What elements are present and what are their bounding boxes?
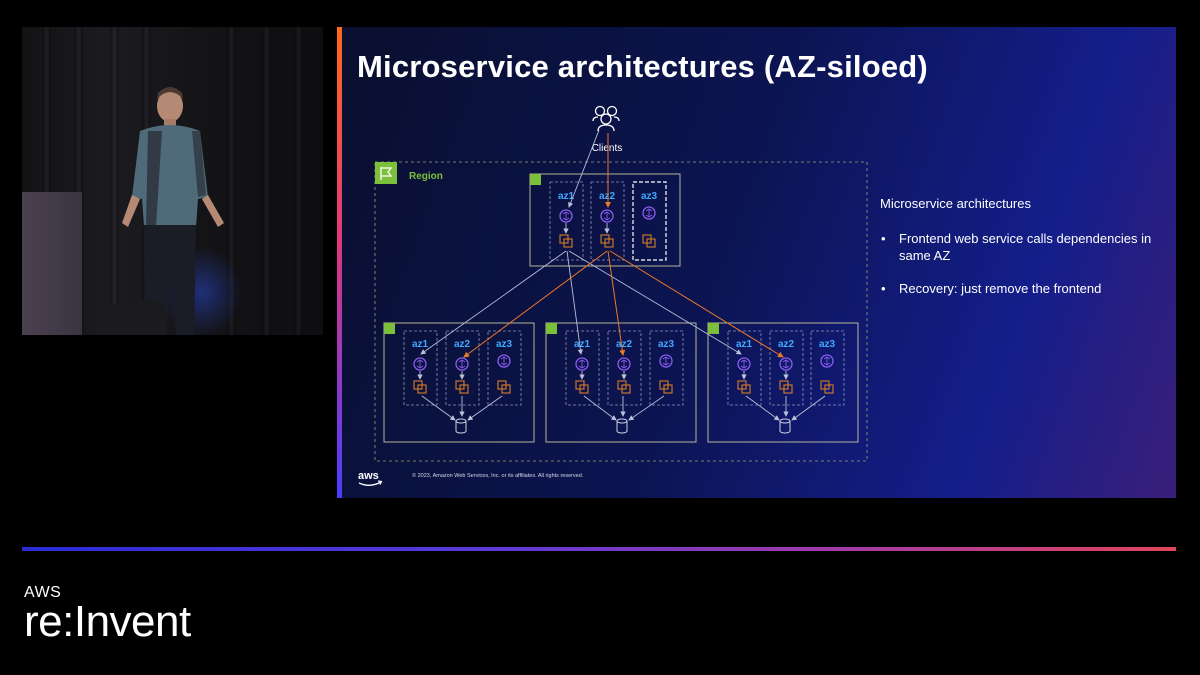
bullet-item: Recovery: just remove the frontend — [880, 280, 1160, 297]
reinvent-logo: AWS re:Invent — [24, 584, 191, 646]
backend-service-3: az1 az2 az3 — [707, 322, 859, 443]
region-label: Region — [409, 171, 443, 182]
clients-label: Clients — [592, 143, 623, 154]
brand-reinvent: re:Invent — [24, 597, 191, 646]
svg-text:az2: az2 — [599, 191, 616, 202]
brand-aws: AWS — [24, 584, 62, 601]
aws-logo-icon: aws — [358, 470, 383, 486]
copyright-notice: © 2023, Amazon Web Services, Inc. or its… — [412, 473, 584, 479]
backend-service-2: az1 az2 az3 — [545, 322, 697, 443]
svg-text:az2: az2 — [454, 339, 471, 350]
svg-text:az3: az3 — [641, 191, 658, 202]
backend-service-1: az1 az2 az3 — [383, 322, 535, 443]
svg-text:az2: az2 — [616, 339, 633, 350]
svg-text:az1: az1 — [558, 191, 575, 202]
presenter-figure — [122, 87, 224, 335]
svg-text:az3: az3 — [658, 339, 675, 350]
architecture-diagram: Region Clients az1 az2 az3 — [374, 105, 868, 462]
bullet-item: Frontend web service calls dependencies … — [880, 230, 1160, 264]
slide-accent-edge — [337, 27, 342, 498]
region-boundary — [374, 161, 868, 462]
svg-text:aws: aws — [358, 470, 379, 482]
slide-notes: Microservice architectures Frontend web … — [880, 195, 1160, 313]
svg-text:az1: az1 — [736, 339, 753, 350]
notes-heading: Microservice architectures — [880, 196, 1031, 211]
divider-gradient — [22, 547, 1176, 551]
frontend-service: az1 az2 az3 — [529, 173, 681, 267]
svg-text:az1: az1 — [412, 339, 429, 350]
clients-icon — [592, 105, 620, 132]
svg-text:az3: az3 — [496, 339, 513, 350]
region-flag-icon — [375, 162, 397, 184]
presentation-slide: Microservice architectures (AZ-siloed) — [337, 27, 1176, 498]
svg-text:az3: az3 — [819, 339, 836, 350]
svg-text:az2: az2 — [778, 339, 795, 350]
notes-bullets: Frontend web service calls dependencies … — [880, 230, 1160, 297]
speaker-video — [22, 27, 323, 335]
svg-text:az1: az1 — [574, 339, 591, 350]
slide-title: Microservice architectures (AZ-siloed) — [357, 49, 928, 84]
